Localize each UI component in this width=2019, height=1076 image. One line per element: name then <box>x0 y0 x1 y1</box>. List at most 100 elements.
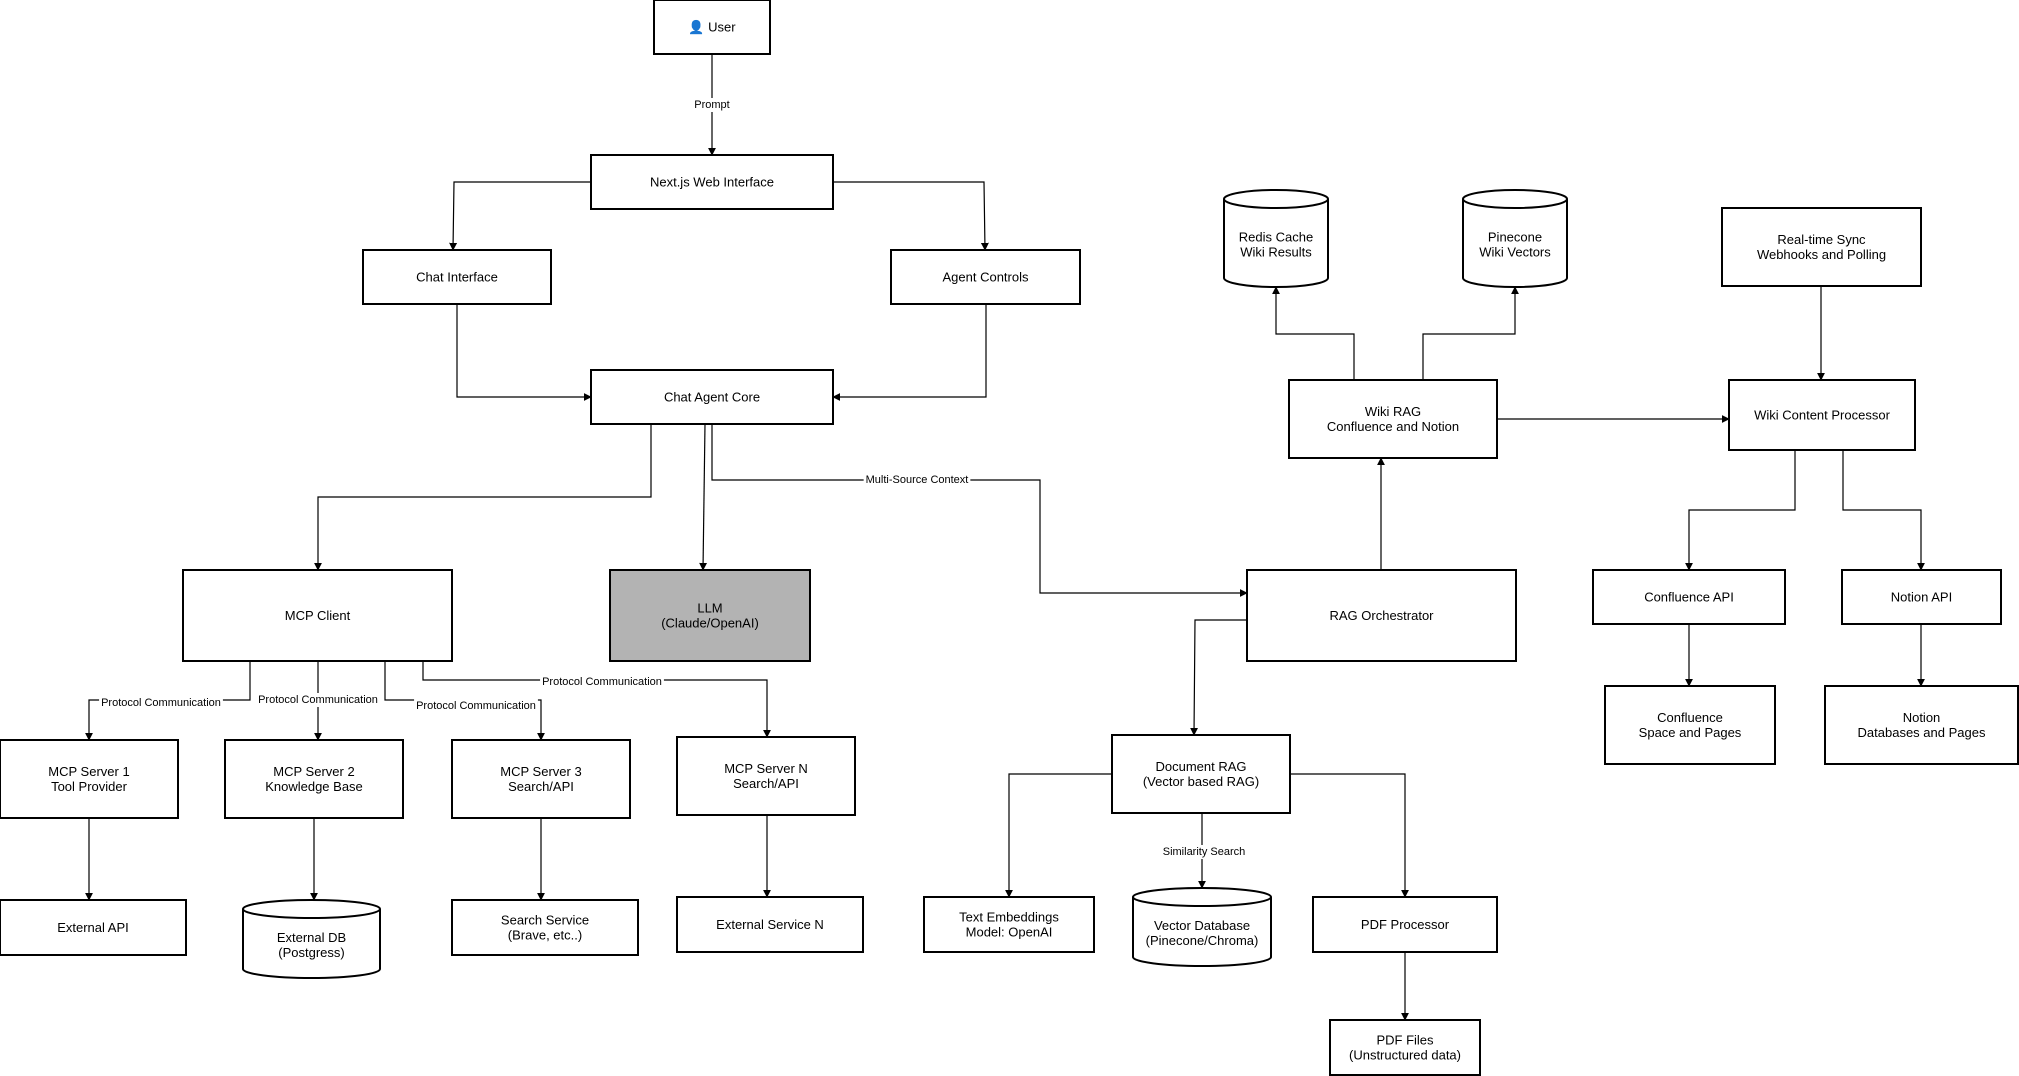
node-box <box>224 739 404 819</box>
node-label-line: LLM <box>697 601 722 616</box>
node-rag-orchestrator: RAG Orchestrator <box>1246 569 1517 662</box>
node-box <box>1312 896 1498 953</box>
node-notion-api: Notion API <box>1841 569 2002 625</box>
edge-wikirag-to-redis <box>1272 286 1355 380</box>
node-label-line: Wiki Content Processor <box>1754 408 1890 423</box>
node-label-line: Webhooks and Polling <box>1757 247 1886 262</box>
node-label-line: Confluence API <box>1644 590 1734 605</box>
node-label-line: External Service N <box>716 917 824 932</box>
node-box <box>1841 569 2002 625</box>
node-label-line: Search/API <box>508 779 574 794</box>
node-label-line: Wiki Results <box>1240 245 1312 260</box>
node-label-line: Model: OpenAI <box>966 925 1053 940</box>
node-label-line: External API <box>57 920 129 935</box>
node-label-line: MCP Server N <box>724 761 808 776</box>
node-label-line: Knowledge Base <box>265 779 363 794</box>
edge-rag-to-docrag <box>1190 619 1247 736</box>
node-box <box>1288 379 1498 459</box>
node-label: Vector Database(Pinecone/Chroma) <box>1146 918 1259 948</box>
node-next-js-web-interface: Next.js Web Interface <box>590 154 834 210</box>
node-box <box>362 249 552 305</box>
node-label-line: Real-time Sync <box>1777 232 1866 247</box>
node-label-line: Search/API <box>733 776 799 791</box>
node-label: Notion API <box>1891 590 1952 605</box>
edge-label-protocol-n: Protocol Communication <box>540 675 664 689</box>
node-label-line: Agent Controls <box>943 270 1029 285</box>
edge-docrag-to-embeddings <box>1005 773 1112 898</box>
node-agent-controls: Agent Controls <box>890 249 1081 305</box>
node-chat-interface: Chat Interface <box>362 249 552 305</box>
node-label-line: (Brave, etc..) <box>508 928 582 943</box>
node-document-rag: Document RAG(Vector based RAG) <box>1111 734 1291 814</box>
node-box <box>1111 734 1291 814</box>
node-label-line: (Postgress) <box>278 945 344 960</box>
node-external-db: External DB(Postgress) <box>242 899 381 979</box>
edge-wikirag-to-pinecone <box>1422 286 1519 380</box>
node-box <box>451 739 631 819</box>
node-box <box>1592 569 1786 625</box>
node-label-line: Chat Interface <box>416 270 498 285</box>
node-label: Chat Agent Core <box>664 390 760 405</box>
node-box <box>0 739 179 819</box>
edge-label-text: Protocol Communication <box>542 676 662 688</box>
node-label-line: Text Embeddings <box>959 910 1059 925</box>
edge-core-to-llm <box>699 423 708 571</box>
node-box <box>609 569 811 662</box>
node-label: RAG Orchestrator <box>1329 608 1434 623</box>
node-box <box>653 0 771 55</box>
edge-core-to-mcp <box>314 424 652 571</box>
edge-label-protocol-2: Protocol Communication <box>256 693 380 707</box>
node-label: 👤 User <box>688 20 736 35</box>
node-box <box>182 569 453 662</box>
node-label: Chat Interface <box>416 270 498 285</box>
cylinder-body <box>1132 897 1272 967</box>
node-chat-agent-core: Chat Agent Core <box>590 369 834 425</box>
node-label: External DB(Postgress) <box>277 930 346 960</box>
node-label-line: Wiki RAG <box>1365 404 1421 419</box>
node-box <box>676 896 864 953</box>
node-label-line: Confluence and Notion <box>1327 419 1459 434</box>
node-label-line: Next.js Web Interface <box>650 175 774 190</box>
node-label-line: PDF Processor <box>1361 917 1450 932</box>
node-label-line: Notion API <box>1891 590 1952 605</box>
edge-label-text: Multi-Source Context <box>866 474 969 486</box>
edges-layer <box>85 54 1925 1021</box>
node-box <box>451 899 639 956</box>
node-label-line: Wiki Vectors <box>1479 245 1551 260</box>
node-label: MCP Client <box>285 608 351 623</box>
node-user: 👤 User <box>653 0 771 55</box>
node-external-service-n: External Service N <box>676 896 864 953</box>
node-label-line: External DB <box>277 930 346 945</box>
edge-web-to-agent <box>833 181 989 251</box>
node-label: Agent Controls <box>943 270 1029 285</box>
node-pdf-files: PDF Files(Unstructured data) <box>1329 1019 1481 1076</box>
node-box <box>1721 207 1922 287</box>
node-label-line: Search Service <box>501 913 589 928</box>
node-label: Wiki Content Processor <box>1754 408 1890 423</box>
node-label-line: Notion <box>1903 710 1941 725</box>
node-label-line: (Unstructured data) <box>1349 1048 1461 1063</box>
node-label: Next.js Web Interface <box>650 175 774 190</box>
edge-label-text: Similarity Search <box>1163 846 1246 858</box>
node-box <box>590 154 834 210</box>
node-label: Search Service(Brave, etc..) <box>501 913 589 943</box>
node-box <box>1246 569 1517 662</box>
edge-processor-to-notion <box>1842 450 1925 571</box>
